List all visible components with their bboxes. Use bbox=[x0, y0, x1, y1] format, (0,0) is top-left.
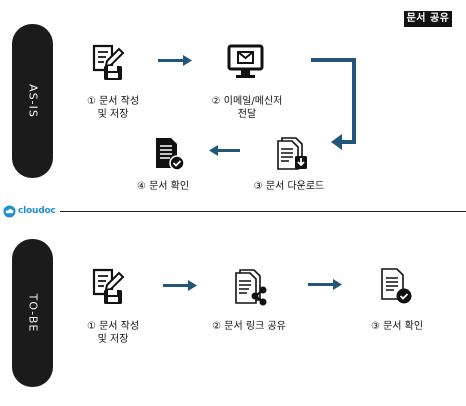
document-check-icon bbox=[156, 138, 185, 171]
as-is-step1-label: ① 문서 작성 및 저장 bbox=[87, 95, 139, 121]
as-is-step4-line1: ④ 문서 확인 bbox=[136, 181, 190, 192]
to-be-step2-line1: ② 문서 링크 공유 bbox=[212, 321, 286, 332]
to-be-step1-line1: ① 문서 작성 bbox=[86, 321, 140, 332]
edit-document-save-icon-tobe bbox=[92, 268, 125, 304]
logo-text: cloudoc bbox=[18, 206, 56, 216]
as-is-step4-label: ④ 문서 확인 bbox=[137, 180, 189, 193]
computer-mail-icon bbox=[227, 44, 264, 78]
cloud-logo-icon bbox=[3, 205, 16, 217]
to-be-step2-label: ② 문서 링크 공유 bbox=[212, 320, 286, 333]
to-be-step3-line1: ③ 문서 확인 bbox=[370, 321, 424, 332]
document-check-icon-tobe bbox=[381, 268, 412, 304]
to-be-step1-label: ① 문서 작성 및 저장 bbox=[87, 320, 139, 346]
document-share-icon bbox=[235, 269, 267, 306]
to-be-step3-label: ③ 문서 확인 bbox=[371, 320, 423, 333]
to-be-pill: TO-BE bbox=[12, 239, 53, 387]
as-is-step1-line1: ① 문서 작성 bbox=[86, 96, 140, 107]
document-download-icon bbox=[277, 137, 307, 170]
to-be-step1-line2: 및 저장 bbox=[97, 334, 129, 345]
as-is-step2-line1: ② 이메일/메신저 bbox=[211, 96, 283, 107]
as-is-step3-line1: ③ 문서 다운로드 bbox=[253, 181, 325, 192]
as-is-step1-line2: 및 저장 bbox=[97, 109, 129, 120]
as-is-step2-label: ② 이메일/메신저 전달 bbox=[212, 95, 283, 121]
as-is-step2-line2: 전달 bbox=[237, 109, 257, 120]
section-divider bbox=[60, 211, 466, 212]
as-is-step3-label: ③ 문서 다운로드 bbox=[254, 180, 325, 193]
page-title-badge: 문서 공유 bbox=[404, 11, 452, 27]
cloudoc-logo: cloudoc bbox=[3, 204, 56, 218]
edit-document-save-icon bbox=[92, 44, 125, 80]
as-is-pill: AS-IS bbox=[12, 24, 53, 178]
